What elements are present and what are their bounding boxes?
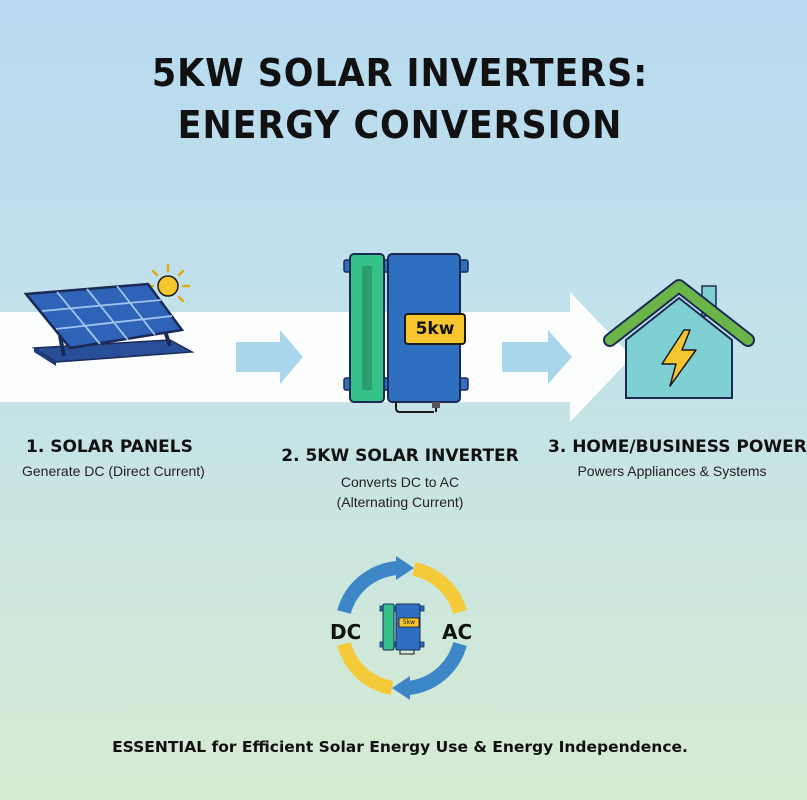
sun-icon xyxy=(145,263,191,303)
dc-label: DC xyxy=(330,620,362,644)
step-2-description-line-2: (Alternating Current) xyxy=(336,494,464,510)
footer-tagline: ESSENTIAL for Efficient Solar Energy Use… xyxy=(112,738,688,756)
page-title-line-1: 5KW SOLAR INVERTERS: xyxy=(151,51,649,95)
step-3-description: Powers Appliances & Systems xyxy=(577,463,767,479)
step-2-label: 2. 5KW SOLAR INVERTER xyxy=(281,446,519,466)
flow-arrow-small-1 xyxy=(236,330,303,384)
house-lightning-icon xyxy=(603,278,755,408)
step-2-description-line-1: Converts DC to AC xyxy=(340,474,460,490)
dc-ac-cycle-icon: 5kw xyxy=(322,548,482,708)
step-3-label: 3. HOME/BUSINESS POWER xyxy=(548,437,807,457)
step-1-description: Generate DC (Direct Current) xyxy=(22,463,205,479)
cycle-mini-badge: 5kw xyxy=(402,619,416,626)
step-1-label: 1. SOLAR PANELS xyxy=(26,437,193,457)
flow-arrow-small-2 xyxy=(502,330,572,384)
inverter-icon: 5kw xyxy=(336,246,476,416)
page-title-line-2: ENERGY CONVERSION xyxy=(177,103,623,147)
ac-label: AC xyxy=(442,620,473,644)
inverter-badge: 5kw xyxy=(404,313,466,345)
lightning-icon xyxy=(661,329,697,387)
solar-panel-icon xyxy=(20,256,200,396)
